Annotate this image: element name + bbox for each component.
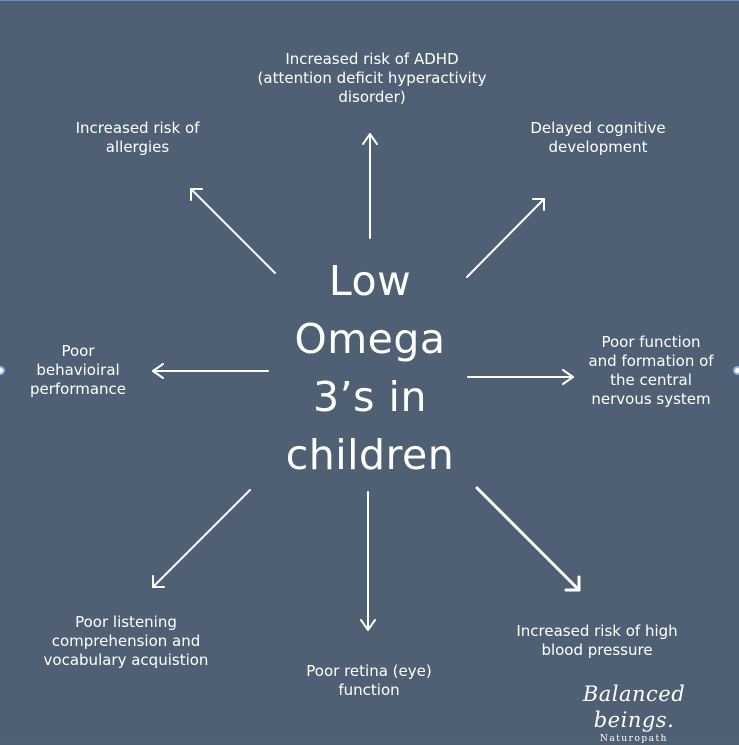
effect-nervous-system: Poor function and formation of the centr… [576, 333, 726, 409]
effect-line: performance [29, 380, 127, 398]
effect-cognitive-delay: Delayed cognitive development [518, 119, 678, 157]
effect-retina-function: Poor retina (eye) function [287, 662, 451, 700]
effect-behavioral-performance: Poor behavioiral performance [18, 342, 138, 399]
right-resize-handle[interactable] [733, 366, 739, 375]
arrow-up-left [190, 188, 276, 274]
effect-line: Delayed cognitive [530, 119, 666, 137]
effect-line: Increased risk of high [516, 622, 678, 640]
effect-line: behavioiral [36, 361, 120, 379]
effect-adhd-risk: Increased risk of ADHD (attention defici… [234, 50, 510, 107]
left-resize-handle[interactable] [0, 366, 5, 375]
center-title-line: 3’s in [313, 373, 427, 421]
effect-line: and formation of [588, 352, 714, 370]
effect-line: Increased risk of ADHD [285, 50, 459, 68]
brand-subtitle: Naturopath [600, 734, 668, 744]
center-title-line: children [285, 431, 455, 479]
arrow-left [152, 363, 269, 379]
effect-line: vocabulary acquistion [43, 651, 209, 669]
effect-listening-comprehension: Poor listening comprehension and vocabul… [36, 613, 216, 670]
effect-line: allergies [105, 138, 170, 156]
arrow-down-left [152, 489, 251, 588]
center-title-line: Low [328, 257, 412, 305]
effect-line: Poor function [601, 333, 701, 351]
effect-line: function [338, 681, 400, 699]
brand-name: Balanced beings. [582, 682, 686, 732]
effect-line: development [548, 138, 648, 156]
brand-logo: Balanced beings. Naturopath [544, 681, 724, 745]
effect-line: blood pressure [541, 641, 653, 659]
arrow-up [362, 133, 378, 239]
arrow-down-right [475, 486, 581, 592]
effect-line: Increased risk of [75, 119, 200, 137]
center-title: Low Omega 3’s in children [240, 252, 500, 484]
effect-line: disorder) [338, 88, 406, 106]
effect-line: Poor listening [75, 613, 177, 631]
arrow-right [467, 369, 574, 385]
arrow-up-right [466, 198, 545, 278]
effect-line: comprehension and [51, 632, 201, 650]
effect-line: nervous system [591, 390, 711, 408]
center-title-line: Omega [294, 315, 446, 363]
effect-line: Poor retina (eye) [306, 662, 432, 680]
effect-line: Poor [61, 342, 95, 360]
effect-line: (attention deficit hyperactivity [257, 69, 487, 87]
arrow-down [360, 491, 376, 631]
effect-line: the central [610, 371, 692, 389]
effect-allergies-risk: Increased risk of allergies [55, 119, 220, 157]
effect-blood-pressure-risk: Increased risk of high blood pressure [502, 622, 692, 660]
